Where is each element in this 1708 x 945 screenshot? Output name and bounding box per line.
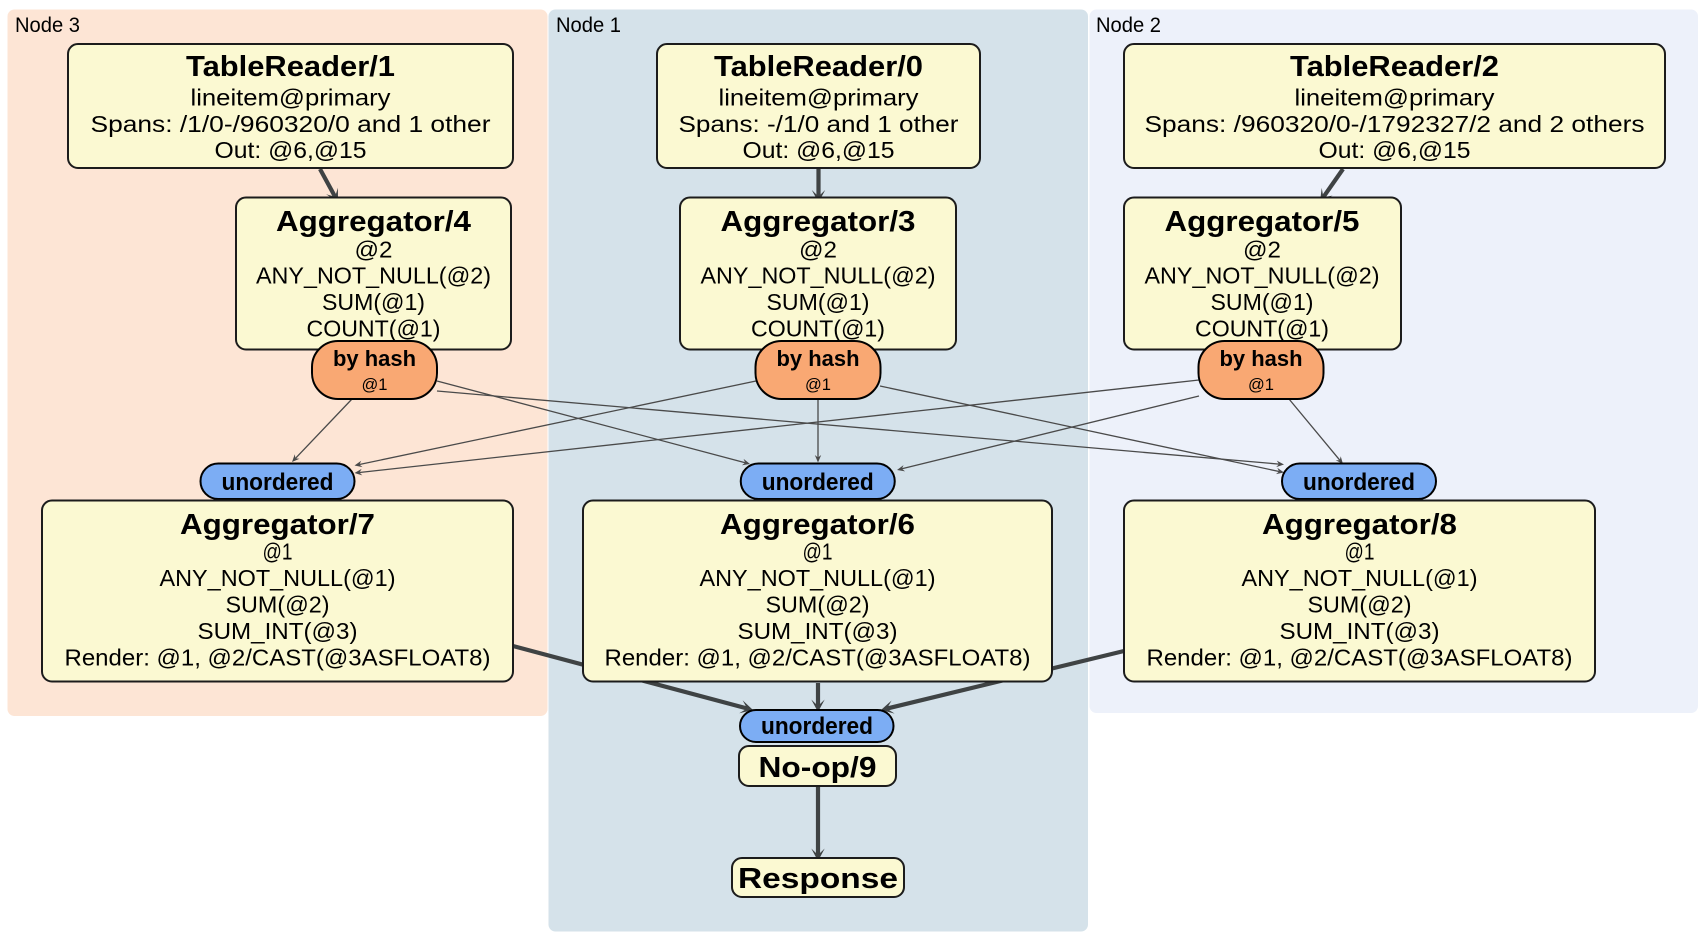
svg-text:TableReader/2: TableReader/2 [1290, 51, 1499, 83]
svg-text:SUM(@2): SUM(@2) [766, 591, 870, 617]
svg-text:Aggregator/6: Aggregator/6 [720, 509, 915, 541]
svg-text:@1: @1 [1345, 539, 1375, 565]
svg-text:Aggregator/5: Aggregator/5 [1165, 206, 1360, 238]
svg-text:@1: @1 [805, 375, 831, 394]
svg-text:@2: @2 [1243, 236, 1281, 262]
svg-text:Spans: /1/0-/960320/0 and 1 ot: Spans: /1/0-/960320/0 and 1 other [91, 111, 491, 137]
svg-text:ANY_NOT_NULL(@2): ANY_NOT_NULL(@2) [1145, 263, 1380, 289]
svg-text:@2: @2 [799, 236, 837, 262]
svg-text:COUNT(@1): COUNT(@1) [307, 315, 441, 341]
svg-text:No-op/9: No-op/9 [759, 752, 877, 784]
svg-text:SUM_INT(@3): SUM_INT(@3) [198, 618, 358, 644]
svg-text:@2: @2 [355, 236, 393, 262]
svg-text:Node 2: Node 2 [1096, 14, 1161, 37]
svg-text:ANY_NOT_NULL(@1): ANY_NOT_NULL(@1) [700, 565, 936, 591]
svg-text:unordered: unordered [762, 469, 874, 496]
svg-text:SUM(@1): SUM(@1) [322, 289, 425, 315]
svg-text:by hash: by hash [333, 346, 416, 371]
svg-text:SUM(@1): SUM(@1) [767, 289, 870, 315]
svg-text:Aggregator/8: Aggregator/8 [1262, 509, 1457, 541]
svg-text:TableReader/1: TableReader/1 [186, 51, 395, 83]
svg-text:SUM_INT(@3): SUM_INT(@3) [1280, 618, 1440, 644]
svg-text:SUM(@2): SUM(@2) [1308, 591, 1412, 617]
svg-text:unordered: unordered [222, 469, 334, 496]
svg-text:unordered: unordered [1303, 469, 1415, 496]
svg-text:SUM(@1): SUM(@1) [1211, 289, 1314, 315]
svg-text:@1: @1 [362, 375, 388, 394]
svg-text:unordered: unordered [761, 713, 873, 740]
svg-text:@1: @1 [263, 539, 293, 565]
svg-text:ANY_NOT_NULL(@1): ANY_NOT_NULL(@1) [160, 565, 396, 591]
svg-text:Render: @1, @2/CAST(@3ASFLOAT8: Render: @1, @2/CAST(@3ASFLOAT8) [65, 645, 491, 671]
svg-text:@1: @1 [1248, 375, 1274, 394]
svg-text:Aggregator/4: Aggregator/4 [276, 206, 471, 238]
svg-text:SUM_INT(@3): SUM_INT(@3) [738, 618, 898, 644]
svg-text:Spans: /960320/0-/1792327/2 an: Spans: /960320/0-/1792327/2 and 2 others [1145, 111, 1645, 137]
svg-text:Out: @6,@15: Out: @6,@15 [743, 137, 895, 163]
svg-text:COUNT(@1): COUNT(@1) [1195, 315, 1329, 341]
svg-text:ANY_NOT_NULL(@2): ANY_NOT_NULL(@2) [701, 263, 936, 289]
svg-text:Out: @6,@15: Out: @6,@15 [215, 137, 367, 163]
svg-text:lineitem@primary: lineitem@primary [191, 85, 392, 111]
svg-text:ANY_NOT_NULL(@1): ANY_NOT_NULL(@1) [1242, 565, 1478, 591]
svg-text:lineitem@primary: lineitem@primary [719, 85, 920, 111]
svg-text:SUM(@2): SUM(@2) [226, 591, 330, 617]
svg-text:Spans: -/1/0 and 1 other: Spans: -/1/0 and 1 other [679, 111, 959, 137]
svg-text:Response: Response [738, 863, 898, 895]
svg-text:Node 1: Node 1 [556, 14, 621, 37]
svg-text:by hash: by hash [777, 346, 860, 371]
svg-text:lineitem@primary: lineitem@primary [1295, 85, 1496, 111]
svg-text:Render: @1, @2/CAST(@3ASFLOAT8: Render: @1, @2/CAST(@3ASFLOAT8) [605, 645, 1031, 671]
svg-text:Out: @6,@15: Out: @6,@15 [1319, 137, 1471, 163]
svg-text:@1: @1 [803, 539, 833, 565]
svg-text:TableReader/0: TableReader/0 [714, 51, 923, 83]
svg-text:Render: @1, @2/CAST(@3ASFLOAT8: Render: @1, @2/CAST(@3ASFLOAT8) [1147, 645, 1573, 671]
svg-text:COUNT(@1): COUNT(@1) [751, 315, 885, 341]
svg-text:Aggregator/7: Aggregator/7 [180, 509, 375, 541]
svg-text:ANY_NOT_NULL(@2): ANY_NOT_NULL(@2) [256, 263, 491, 289]
svg-text:Aggregator/3: Aggregator/3 [721, 206, 916, 238]
svg-text:by hash: by hash [1220, 346, 1303, 371]
svg-text:Node 3: Node 3 [15, 14, 80, 37]
